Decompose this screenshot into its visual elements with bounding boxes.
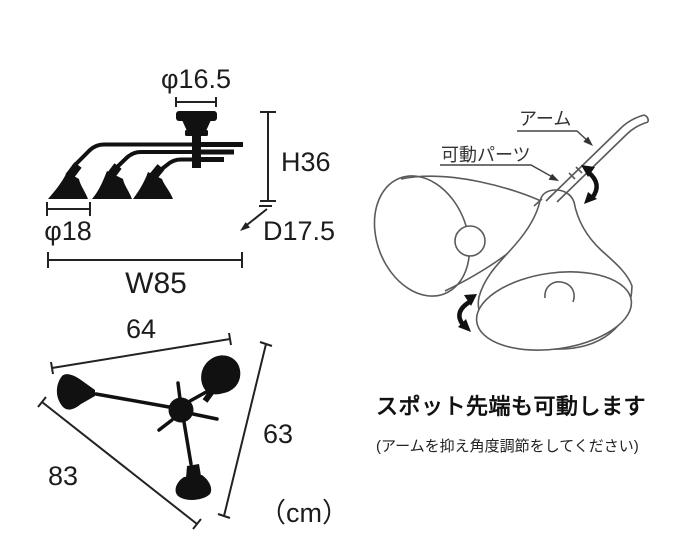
note-headline: スポット先端も可動します — [376, 394, 646, 419]
arm-label-leader — [517, 130, 591, 144]
left-arm — [72, 142, 199, 168]
width-label: W85 — [125, 267, 187, 300]
hub-stubs — [157, 381, 219, 432]
topview-dim-64-line — [50, 332, 232, 375]
movable-note: スポット先端も可動します (アームを抑え角度調節をしてください) — [376, 394, 646, 455]
left-cone-socket — [454, 225, 486, 257]
arm-sleeve-mark — [568, 166, 583, 180]
canopy-flange — [185, 130, 208, 136]
rotate-arrow-upper-head — [581, 165, 595, 177]
topview-dim-64: 64 — [126, 314, 156, 344]
unit-label: （cm） — [259, 498, 349, 528]
hub — [168, 397, 194, 423]
height-label: H36 — [281, 147, 331, 177]
movable-part-label: 可動パーツ — [441, 145, 531, 165]
left-arm — [156, 157, 199, 174]
rotate-arrow-lower-head — [458, 319, 471, 332]
canopy-cap — [176, 111, 217, 121]
topview-arms — [94, 389, 210, 466]
arm-label: アーム — [519, 109, 571, 129]
movable-part-leader — [440, 164, 557, 180]
right-arm-bar — [200, 149, 234, 155]
rotate-arrow-lower-head — [464, 294, 477, 306]
topview-shade-lower-neck — [186, 464, 201, 478]
topview-shade-lower — [175, 475, 212, 500]
topview-shade-upper — [201, 355, 241, 395]
topview-dim-83: 83 — [48, 461, 78, 491]
topview-shade-left — [56, 374, 95, 410]
cone-shade — [48, 172, 88, 199]
cone-shade — [92, 171, 132, 199]
rotate-arrow-upper — [585, 169, 599, 201]
note-subnote: (アームを抑え角度調節をしてください) — [376, 438, 639, 455]
topview-dim-63: 63 — [263, 419, 293, 449]
arm-label-arrowhead — [583, 136, 593, 146]
movable-part-arrowhead — [548, 173, 559, 181]
shade-diameter-label: φ18 — [44, 216, 92, 246]
depth-label: D17.5 — [263, 216, 335, 246]
detail-drawing: アーム 可動パーツ — [373, 109, 649, 351]
topview-dim-83-line — [37, 396, 202, 530]
canopy-diameter-label: φ16.5 — [161, 64, 231, 94]
topview-shade-upper-neck — [202, 388, 216, 403]
right-bell-socket — [544, 281, 575, 303]
top-view-drawing: 64 63 83 （cm） — [37, 314, 349, 530]
arm-tip — [643, 114, 649, 123]
cone-shade — [133, 172, 173, 199]
left-cone-rim — [373, 175, 471, 297]
topview-dim-63-line — [217, 341, 273, 519]
canopy-taper — [182, 120, 211, 131]
height-dimline — [260, 111, 276, 202]
width-dimline — [47, 252, 243, 268]
left-arm — [112, 150, 199, 172]
arm-line — [556, 121, 649, 203]
canopy-diameter-dimline — [175, 97, 217, 107]
right-arm-bar — [200, 157, 224, 162]
rotate-arrow-upper-head — [584, 192, 597, 204]
shade-diameter-dimline — [46, 202, 91, 216]
right-arm-bar — [200, 142, 243, 147]
left-cone-side — [400, 175, 544, 203]
right-bell-mouth — [475, 271, 633, 351]
side-view-silhouette — [48, 111, 243, 199]
depth-arrowhead — [240, 222, 250, 231]
side-view-dimensions: φ16.5 H36 D17.5 φ18 W85 — [44, 64, 335, 300]
arm-line — [549, 114, 645, 198]
